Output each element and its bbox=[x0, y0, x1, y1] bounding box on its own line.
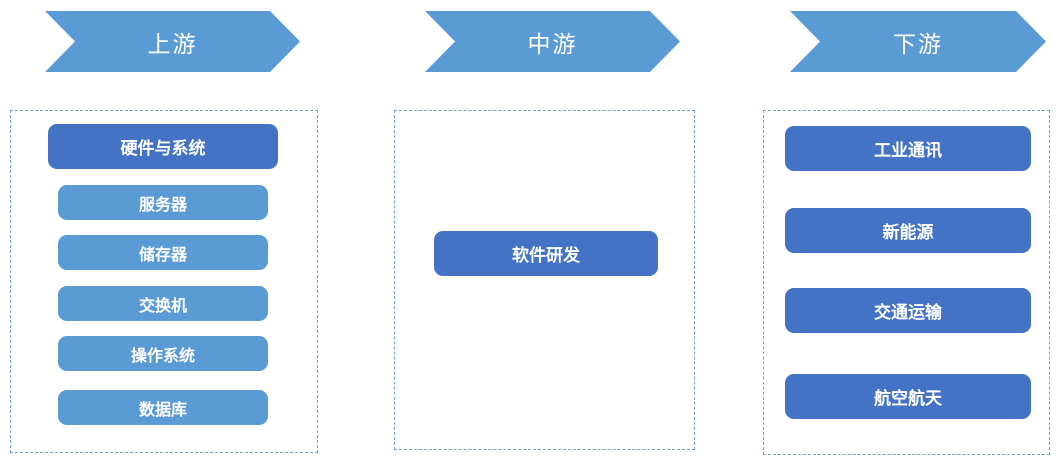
upstream-header-label: 上游 bbox=[147, 30, 198, 57]
upstream-item: 储存器 bbox=[58, 235, 268, 270]
upstream-item-label: 服务器 bbox=[138, 196, 187, 214]
midstream-item-label: 软件研发 bbox=[512, 246, 580, 265]
upstream-item-label: 硬件与系统 bbox=[120, 139, 206, 158]
downstream-header-arrow: 下游 bbox=[790, 11, 1046, 72]
downstream-item-label: 新能源 bbox=[882, 223, 934, 242]
midstream-header-arrow: 中游 bbox=[425, 11, 680, 72]
upstream-item: 交换机 bbox=[58, 286, 268, 321]
downstream-item-label: 工业通讯 bbox=[874, 141, 942, 160]
downstream-item: 工业通讯 bbox=[785, 126, 1031, 171]
downstream-item: 新能源 bbox=[785, 208, 1031, 253]
upstream-panel: 硬件与系统 服务器 储存器 交换机 操作系统 数据库 bbox=[10, 110, 318, 453]
upstream-header-arrow: 上游 bbox=[45, 11, 300, 72]
midstream-panel: 软件研发 bbox=[394, 110, 695, 450]
midstream-item: 软件研发 bbox=[434, 231, 658, 276]
upstream-item: 服务器 bbox=[58, 185, 268, 220]
downstream-item: 航空航天 bbox=[785, 374, 1031, 419]
downstream-panel: 工业通讯 新能源 交通运输 航空航天 bbox=[763, 110, 1050, 455]
upstream-item: 操作系统 bbox=[58, 336, 268, 371]
upstream-item-label: 数据库 bbox=[138, 401, 187, 419]
upstream-item: 硬件与系统 bbox=[48, 124, 278, 169]
upstream-item: 数据库 bbox=[58, 390, 268, 425]
upstream-item-label: 操作系统 bbox=[130, 347, 195, 365]
downstream-item-label: 交通运输 bbox=[874, 303, 942, 322]
downstream-header-label: 下游 bbox=[893, 30, 943, 57]
downstream-item: 交通运输 bbox=[785, 288, 1031, 333]
upstream-item-label: 储存器 bbox=[138, 246, 187, 264]
midstream-header-label: 中游 bbox=[527, 30, 578, 57]
upstream-item-label: 交换机 bbox=[138, 297, 187, 315]
downstream-item-label: 航空航天 bbox=[874, 389, 942, 408]
